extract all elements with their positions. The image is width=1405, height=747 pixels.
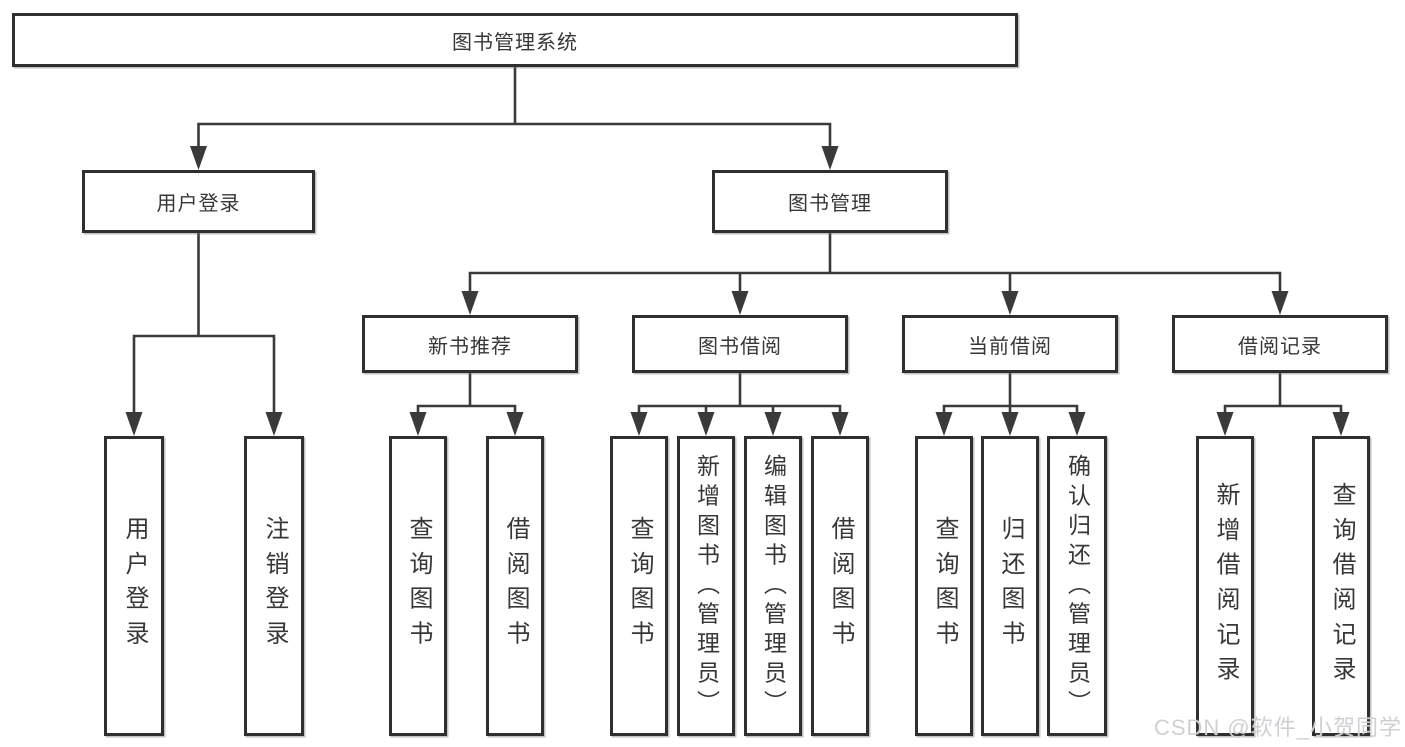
node-leaf-confirm-return: 确认归还（管理员） [1047, 436, 1107, 736]
node-leaf-borrow-book-2: 借阅图书 [811, 436, 869, 736]
node-label: 用户登录 [121, 516, 148, 656]
node-leaf-edit-book: 编辑图书（管理员） [744, 436, 802, 736]
node-label: 新书推荐 [428, 335, 512, 358]
node-label: 注销登录 [261, 516, 288, 656]
node-label: 借阅图书 [827, 516, 854, 656]
node-user-login: 用户登录 [82, 170, 315, 233]
node-leaf-add-record: 新增借阅记录 [1196, 436, 1254, 736]
node-label: 新增借阅记录 [1212, 481, 1239, 691]
node-label: 查询图书 [626, 516, 653, 656]
node-label: 编辑图书（管理员） [760, 453, 787, 719]
node-leaf-return-book: 归还图书 [981, 436, 1039, 736]
node-label: 图书管理系统 [452, 31, 578, 54]
node-leaf-user-login: 用户登录 [104, 436, 164, 736]
node-book-borrow: 图书借阅 [632, 315, 848, 373]
csdn-watermark: CSDN @软件_小贺同学 [1153, 715, 1402, 740]
node-leaf-query-record: 查询借阅记录 [1312, 436, 1370, 736]
node-label: 查询借阅记录 [1328, 481, 1355, 691]
node-leaf-logout: 注销登录 [244, 436, 304, 736]
node-label: 查询图书 [931, 516, 958, 656]
node-leaf-query-book-1: 查询图书 [389, 436, 447, 736]
node-book-mgmt: 图书管理 [712, 170, 948, 233]
node-leaf-add-book: 新增图书（管理员） [677, 436, 735, 736]
node-label: 归还图书 [997, 516, 1024, 656]
node-label: 用户登录 [156, 193, 241, 215]
node-leaf-query-book-2: 查询图书 [610, 436, 668, 736]
node-leaf-query-book-3: 查询图书 [915, 436, 973, 736]
node-label: 图书借阅 [698, 335, 782, 358]
node-label: 确认归还（管理员） [1064, 453, 1091, 719]
node-label: 当前借阅 [968, 335, 1052, 358]
node-label: 借阅图书 [502, 516, 529, 656]
node-current-borrow: 当前借阅 [902, 315, 1118, 373]
node-label: 借阅记录 [1238, 335, 1322, 358]
node-label: 查询图书 [405, 516, 432, 656]
node-leaf-borrow-book-1: 借阅图书 [486, 436, 544, 736]
node-new-book-rec: 新书推荐 [362, 315, 578, 373]
node-root: 图书管理系统 [12, 13, 1018, 67]
node-borrow-record: 借阅记录 [1172, 315, 1388, 373]
node-label: 新增图书（管理员） [693, 453, 720, 719]
node-label: 图书管理 [788, 193, 872, 215]
